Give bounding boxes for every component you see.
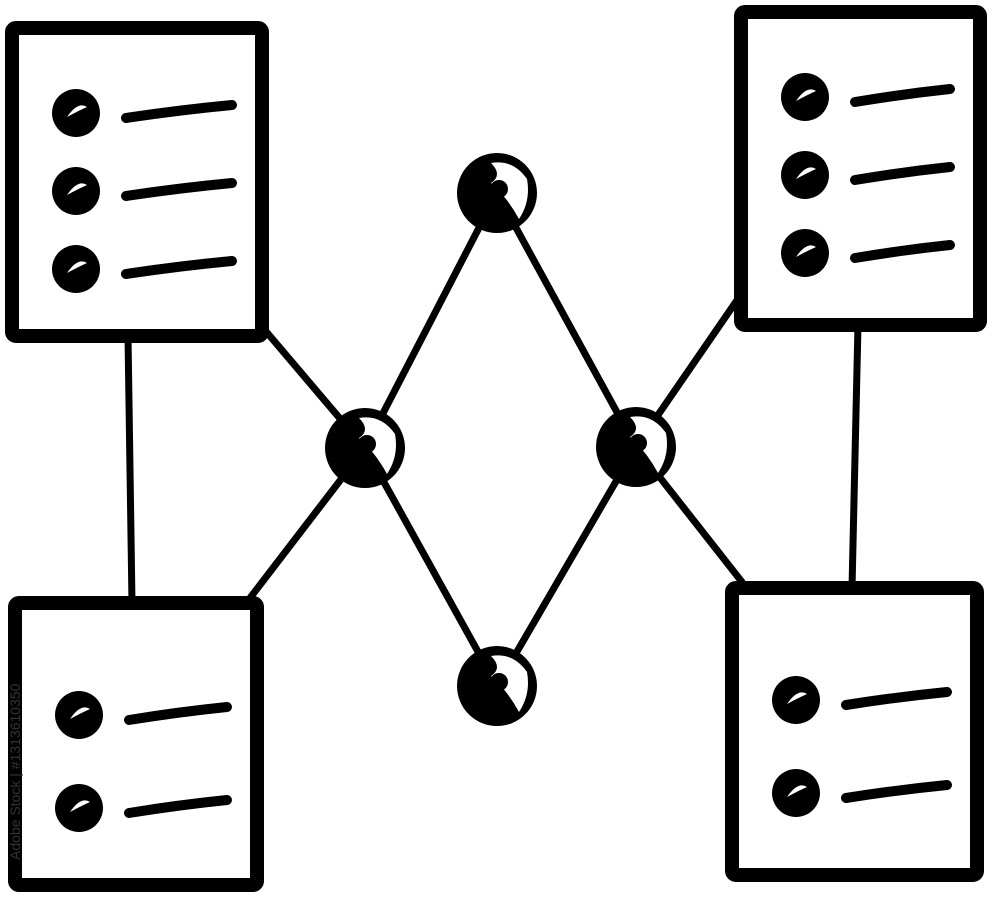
doc-top-right	[734, 5, 987, 332]
connectors	[124, 189, 862, 690]
node-highlight	[359, 417, 396, 474]
node-left	[325, 408, 405, 488]
list-row	[55, 784, 232, 832]
list-row	[781, 229, 955, 277]
text-line	[850, 84, 955, 107]
text-line	[841, 687, 952, 710]
bullet-highlight	[787, 785, 807, 797]
bullet-icon	[55, 784, 103, 832]
documents	[5, 5, 987, 892]
bullet-highlight	[796, 167, 816, 179]
node-dot	[490, 180, 508, 198]
list-row	[55, 691, 232, 739]
bullet-highlight	[67, 105, 87, 117]
bullet-highlight	[67, 261, 87, 273]
node-right	[596, 407, 676, 487]
node-highlight	[491, 655, 528, 712]
connector-line-2	[848, 321, 862, 592]
bullet-highlight	[787, 692, 807, 704]
list-row	[52, 167, 237, 215]
text-line	[124, 795, 232, 818]
doc-bottom-left	[8, 596, 264, 892]
text-line	[121, 100, 237, 123]
bullet-highlight	[70, 800, 90, 812]
bullet-icon	[772, 676, 820, 724]
node-top	[457, 153, 537, 233]
text-line	[841, 780, 952, 803]
document-frame	[8, 596, 264, 892]
node-dot	[629, 434, 647, 452]
connector-line-10	[493, 443, 640, 690]
connector-line-8	[361, 444, 501, 690]
bullet-icon	[52, 245, 100, 293]
nodes	[325, 153, 676, 726]
text-line	[850, 162, 955, 185]
bullet-icon	[781, 73, 829, 121]
text-line	[124, 702, 232, 725]
text-line	[121, 256, 237, 279]
text-line	[121, 178, 237, 201]
list-row	[781, 73, 955, 121]
connector-line-9	[493, 189, 640, 451]
bullet-highlight	[70, 707, 90, 719]
list-row	[772, 769, 952, 817]
connector-line-1	[124, 332, 136, 607]
stock-watermark: Adobe Stock | #1313610350	[7, 683, 23, 861]
bullet-highlight	[67, 183, 87, 195]
bullet-icon	[781, 229, 829, 277]
doc-top-left	[5, 21, 269, 343]
text-line	[850, 240, 955, 263]
doc-bottom-right	[725, 581, 984, 882]
bullet-icon	[52, 89, 100, 137]
bullet-icon	[52, 167, 100, 215]
bullet-icon	[781, 151, 829, 199]
node-highlight	[630, 416, 667, 473]
bullet-icon	[772, 769, 820, 817]
list-row	[52, 89, 237, 137]
list-row	[52, 245, 237, 293]
node-highlight	[491, 162, 528, 219]
bullet-highlight	[796, 245, 816, 257]
bullet-icon	[55, 691, 103, 739]
node-bottom	[457, 646, 537, 726]
list-row	[781, 151, 955, 199]
document-frame	[725, 581, 984, 882]
node-dot	[358, 435, 376, 453]
connector-line-7	[361, 189, 501, 452]
node-dot	[490, 673, 508, 691]
bullet-highlight	[796, 89, 816, 101]
list-row	[772, 676, 952, 724]
